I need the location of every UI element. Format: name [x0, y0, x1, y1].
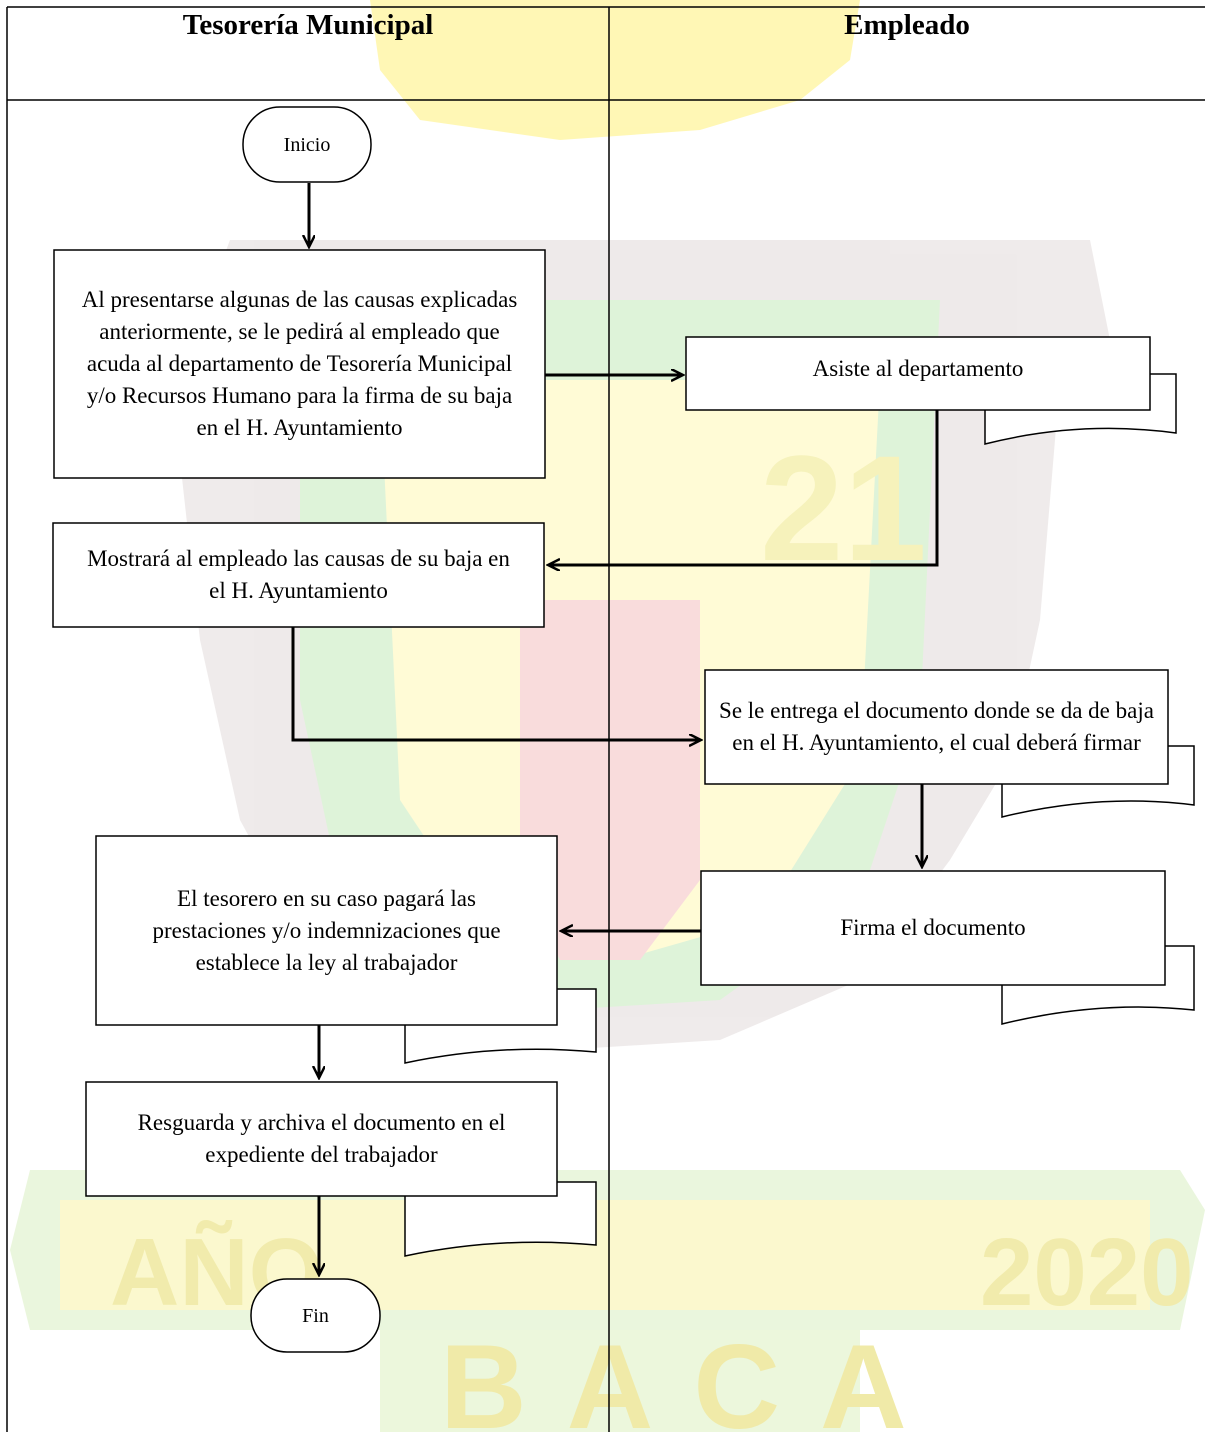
- step7-box: [85, 1081, 558, 1197]
- watermark-year-right: 2020: [980, 1219, 1194, 1326]
- step6-box: [95, 835, 558, 1026]
- step2-text: Asiste al departamento: [812, 356, 1024, 381]
- step5-box: [700, 870, 1166, 986]
- step6-text: El tesorero en su caso pagará las presta…: [152, 885, 501, 975]
- step4-text: Se le entrega el documento donde se da d…: [719, 698, 1154, 755]
- start-label: Inicio: [283, 133, 331, 156]
- lane-title-empleado: Empleado: [844, 9, 970, 41]
- lane-title-tesoreria: Tesorería Municipal: [182, 9, 434, 41]
- step7-doc-tail: [404, 1181, 597, 1257]
- step5-text: Firma el documento: [840, 915, 1026, 940]
- step1-text: Al presentarse algunas de las causas exp…: [81, 287, 518, 440]
- step4-box: [704, 669, 1169, 785]
- end-terminator: [250, 1278, 381, 1353]
- arrow-step3-to-step4: [291, 627, 700, 740]
- start-terminator: [242, 106, 372, 183]
- step3-box: [52, 522, 545, 628]
- step3-text: Mostrará al empleado las causas de su ba…: [87, 546, 510, 603]
- arrow-step2-to-step3: [549, 410, 939, 565]
- step2-box: [685, 336, 1151, 411]
- step7-text: Resguarda y archiva el documento en el e…: [137, 1110, 506, 1167]
- step1-box: [53, 249, 546, 479]
- end-label: Fin: [302, 1304, 329, 1327]
- swimlane-table: [6, 6, 1205, 1432]
- watermark-text: BACA: [440, 1320, 947, 1432]
- connectors: [291, 183, 939, 1274]
